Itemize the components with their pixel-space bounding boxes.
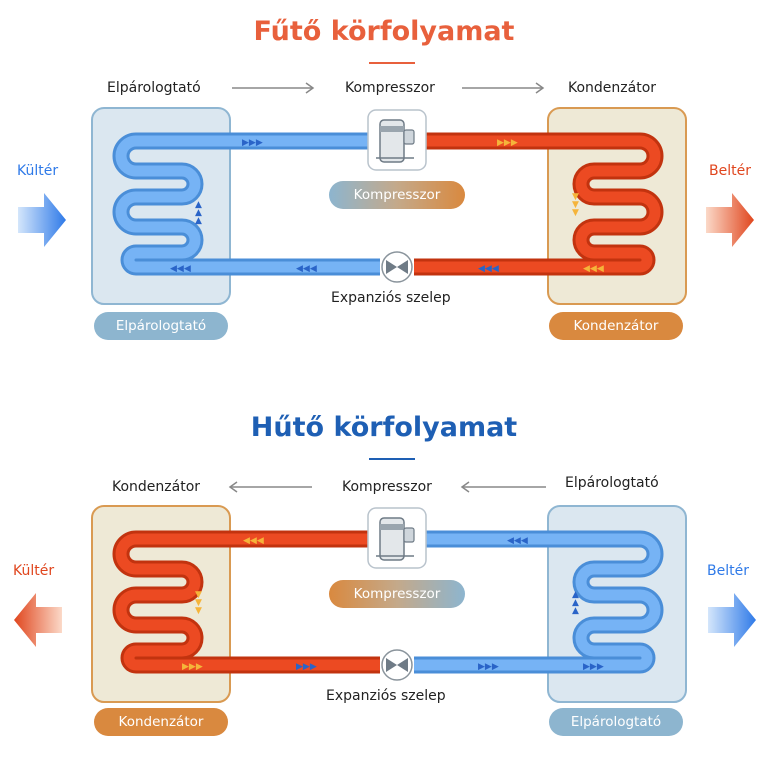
svg-text:◀◀◀: ◀◀◀ bbox=[243, 536, 264, 546]
cooling-cycle-section: Hűtő körfolyamat Kondenzátor Kompresszor… bbox=[0, 396, 768, 776]
cooling-compressor-icon bbox=[367, 507, 427, 569]
cooling-outdoor-arrow-icon bbox=[14, 593, 62, 647]
svg-text:▼: ▼ bbox=[572, 200, 579, 210]
svg-text:◀◀◀: ◀◀◀ bbox=[170, 264, 191, 274]
cooling-indoor-label: Beltér bbox=[707, 563, 749, 579]
svg-text:▲: ▲ bbox=[195, 208, 202, 218]
heating-outdoor-arrow-icon bbox=[18, 193, 66, 247]
heating-expansion-valve-icon bbox=[381, 251, 413, 283]
cooling-expansion-valve-icon bbox=[381, 649, 413, 681]
svg-text:▼: ▼ bbox=[572, 208, 579, 218]
cooling-hot-pipe bbox=[112, 530, 380, 674]
heating-label-right: Kondenzátor bbox=[568, 80, 657, 96]
svg-text:▶▶▶: ▶▶▶ bbox=[242, 138, 263, 148]
cooling-flow-arrow-1 bbox=[228, 481, 312, 493]
heating-flow-arrow-2 bbox=[462, 82, 545, 94]
svg-text:▲: ▲ bbox=[195, 200, 202, 210]
cooling-cold-pipe bbox=[414, 530, 664, 674]
heating-evaporator-pill: Elpárologtató bbox=[94, 312, 228, 340]
heating-flow-chevrons: ▶▶▶ ▶▶▶ ◀◀◀ ◀◀◀ ◀◀◀ ◀◀◀ ▲ ▲ ▲ ▼ ▼ ▼ bbox=[170, 138, 604, 274]
cooling-flow-arrow-2 bbox=[460, 481, 546, 493]
svg-text:▼: ▼ bbox=[195, 606, 202, 616]
svg-text:▶▶▶: ▶▶▶ bbox=[478, 662, 499, 672]
heating-indoor-label: Beltér bbox=[709, 163, 751, 179]
cooling-indoor-arrow-icon bbox=[708, 593, 756, 647]
cooling-title-rule bbox=[369, 458, 415, 460]
svg-text:▶▶▶: ▶▶▶ bbox=[296, 662, 317, 672]
svg-text:▼: ▼ bbox=[195, 590, 202, 600]
heating-outdoor-label: Kültér bbox=[17, 163, 59, 179]
cooling-title: Hűtő körfolyamat bbox=[250, 412, 518, 443]
cooling-flow-chevrons: ◀◀◀ ◀◀◀ ▶▶▶ ▶▶▶ ▶▶▶ ▶▶▶ ▼ ▼ ▼ ▲ ▲ ▲ bbox=[182, 536, 604, 672]
svg-text:▲: ▲ bbox=[572, 590, 579, 600]
cooling-valve-label: Expanziós szelep bbox=[326, 688, 446, 704]
cooling-label-center: Kompresszor bbox=[342, 479, 432, 495]
svg-text:◀◀◀: ◀◀◀ bbox=[583, 264, 604, 274]
cooling-label-left: Kondenzátor bbox=[112, 479, 201, 495]
svg-text:▲: ▲ bbox=[572, 598, 579, 608]
heating-hot-pipe bbox=[414, 132, 664, 276]
svg-text:▶▶▶: ▶▶▶ bbox=[497, 138, 518, 148]
svg-text:◀◀◀: ◀◀◀ bbox=[296, 264, 317, 274]
heating-condenser-pill: Kondenzátor bbox=[549, 312, 683, 340]
cooling-compressor-pill: Kompresszor bbox=[329, 580, 465, 608]
cooling-outdoor-label: Kültér bbox=[13, 563, 55, 579]
svg-text:▼: ▼ bbox=[572, 192, 579, 202]
heating-label-center: Kompresszor bbox=[345, 80, 435, 96]
heating-compressor-pill: Kompresszor bbox=[329, 181, 465, 209]
heating-flow-arrow-1 bbox=[232, 82, 315, 94]
heating-title: Fűtő körfolyamat bbox=[253, 16, 515, 47]
svg-text:◀◀◀: ◀◀◀ bbox=[478, 264, 499, 274]
cooling-diagram: ◀◀◀ ◀◀◀ ▶▶▶ ▶▶▶ ▶▶▶ ▶▶▶ ▼ ▼ ▼ ▲ ▲ ▲ bbox=[14, 481, 756, 703]
heating-valve-label: Expanziós szelep bbox=[331, 290, 451, 306]
svg-text:◀◀◀: ◀◀◀ bbox=[507, 536, 528, 546]
svg-text:▲: ▲ bbox=[195, 216, 202, 226]
heating-indoor-arrow-icon bbox=[706, 193, 754, 247]
cooling-label-right: Elpárologtató bbox=[565, 475, 659, 491]
heating-diagram: ▶▶▶ ▶▶▶ ◀◀◀ ◀◀◀ ◀◀◀ ◀◀◀ ▲ ▲ ▲ ▼ ▼ ▼ bbox=[18, 82, 754, 305]
svg-text:▲: ▲ bbox=[572, 606, 579, 616]
svg-text:▶▶▶: ▶▶▶ bbox=[182, 662, 203, 672]
heating-label-left: Elpárologtató bbox=[107, 80, 201, 96]
svg-text:▼: ▼ bbox=[195, 598, 202, 608]
heating-cold-pipe bbox=[112, 132, 380, 276]
heating-title-rule bbox=[369, 62, 415, 64]
heating-cycle-section: Fűtő körfolyamat Elpárologtató Kompressz… bbox=[0, 0, 768, 380]
svg-text:▶▶▶: ▶▶▶ bbox=[583, 662, 604, 672]
cooling-condenser-pill: Kondenzátor bbox=[94, 708, 228, 736]
heating-compressor-icon bbox=[367, 109, 427, 171]
cooling-evaporator-pill: Elpárologtató bbox=[549, 708, 683, 736]
